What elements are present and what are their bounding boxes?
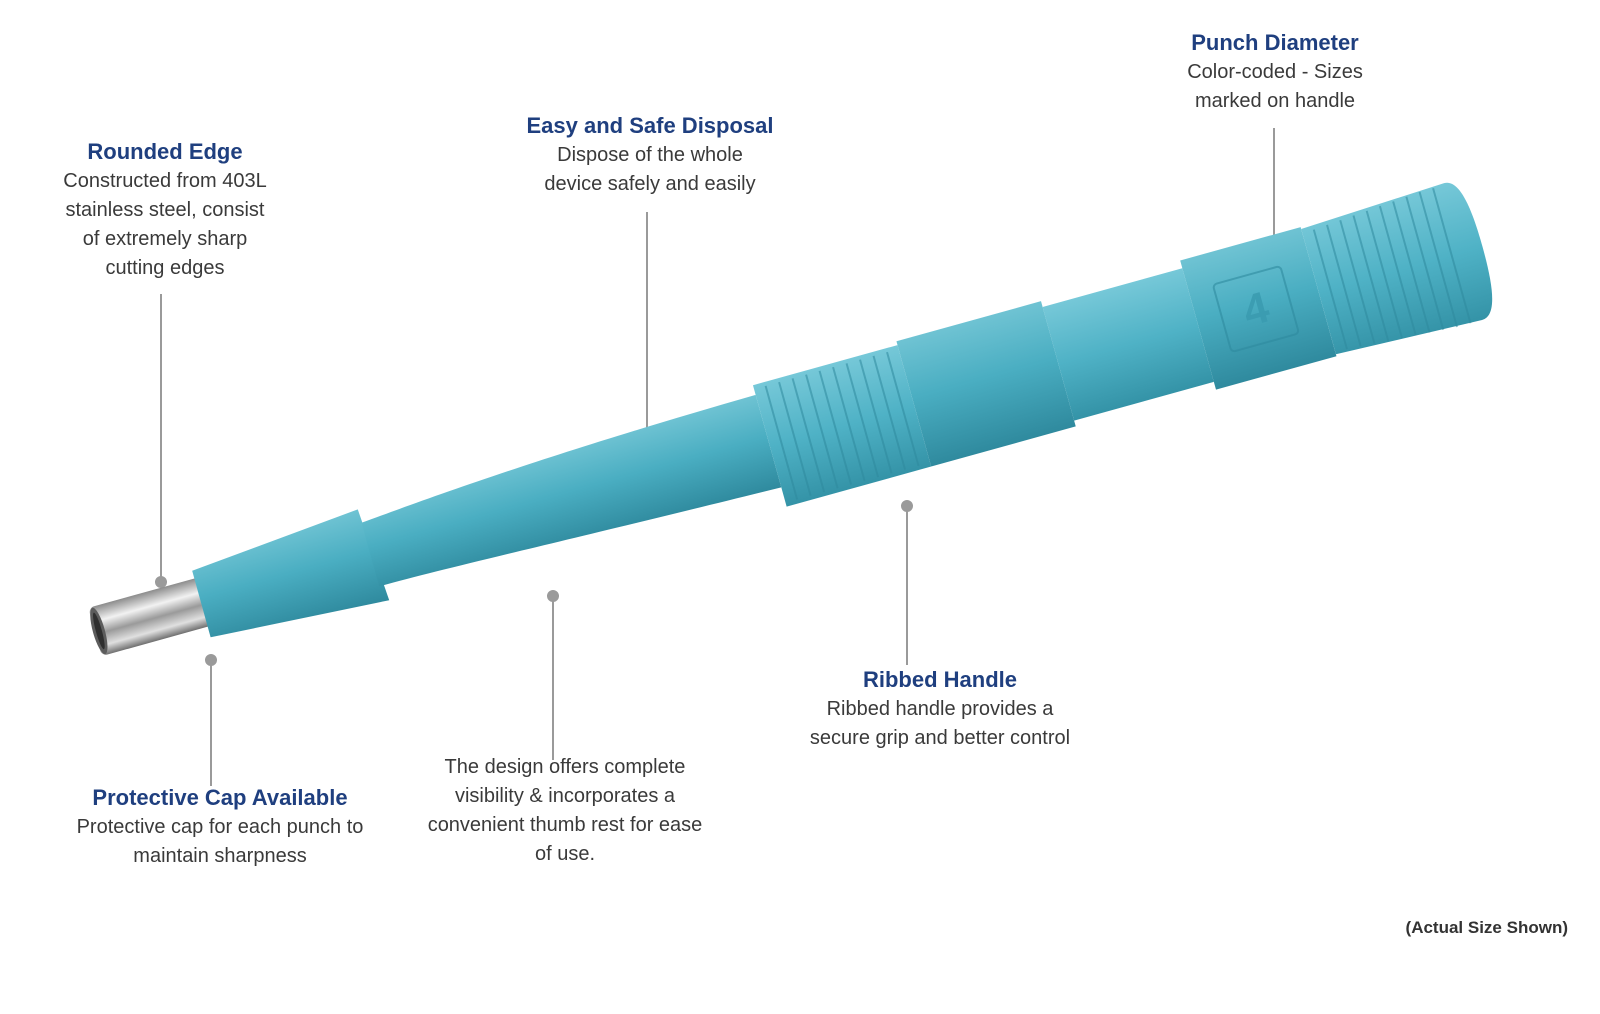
biopsy-punch-device: 4 [89,182,1493,655]
leader-dot-ribbed-handle [901,500,913,512]
callout-title: Ribbed Handle [862,667,1017,692]
leader-dot-design [547,590,559,602]
callout-design: The design offers complete visibility & … [400,753,730,869]
callout-line: convenient thumb rest for ease [427,814,703,836]
callout-line: visibility & incorporates a [454,785,676,807]
callout-safe-disposal: Easy and Safe Disposal Dispose of the wh… [470,111,830,199]
callout-line: Constructed from 403L [63,170,267,192]
callout-line: of extremely sharp [82,228,248,250]
callout-line: stainless steel, consist [65,199,265,221]
size-marked-section [1180,227,1337,390]
callout-line: of use. [534,843,596,865]
callout-title: Easy and Safe Disposal [526,113,774,138]
device-handle-mid [896,301,1076,467]
callout-ribbed-handle: Ribbed Handle Ribbed handle provides a s… [780,665,1100,753]
callout-line: Color-coded - Sizes [1187,61,1363,83]
callout-rounded-edge: Rounded Edge Constructed from 403L stain… [20,137,310,283]
callout-punch-diameter: Punch Diameter Color-coded - Sizes marke… [1130,28,1420,116]
callout-title: Punch Diameter [1191,30,1359,55]
callout-line: marked on handle [1194,90,1356,112]
actual-size-footnote: (Actual Size Shown) [1405,918,1568,937]
leader-dot-protective-cap [205,654,217,666]
device-shaft [361,394,782,587]
steel-cutting-tip [89,577,215,655]
ribbed-end-cap [1301,182,1493,355]
callout-title: Rounded Edge [87,139,243,164]
callout-line: The design offers complete [444,756,686,778]
callout-protective-cap: Protective Cap Available Protective cap … [40,783,400,871]
callout-line: secure grip and better control [809,727,1071,749]
device-collar [192,509,390,638]
ribbed-grip-section [752,345,932,507]
callout-line: device safely and easily [544,173,756,195]
callout-line: Ribbed handle provides a [826,698,1054,720]
leader-dot-rounded-edge [155,576,167,588]
callout-line: maintain sharpness [133,845,307,867]
callout-line: cutting edges [105,257,225,279]
device-handle-band [1042,268,1214,421]
callout-line: Protective cap for each punch to [76,816,364,838]
callout-title: Protective Cap Available [92,785,348,810]
callout-line: Dispose of the whole [557,144,743,166]
